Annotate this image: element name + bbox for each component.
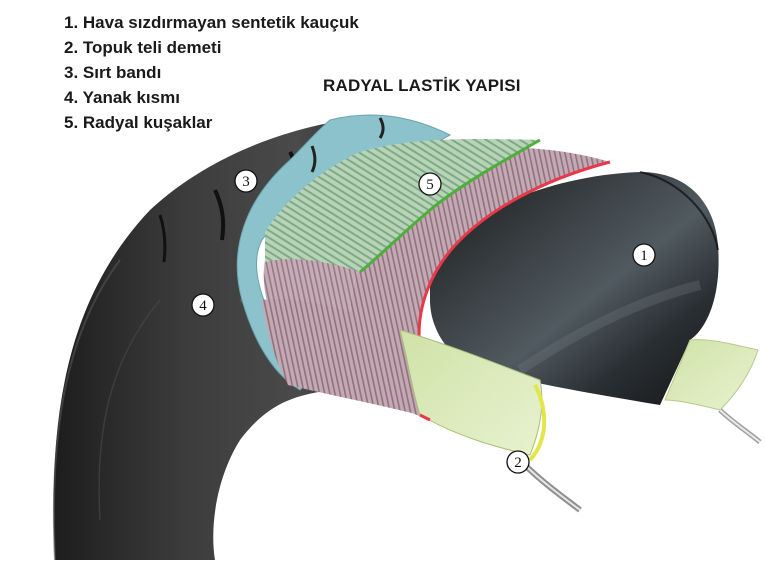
legend-item-radial-belts: 5. Radyal kuşaklar — [64, 113, 213, 132]
far-bead-filler — [664, 339, 759, 411]
svg-text:5: 5 — [426, 177, 434, 193]
callout-1: 1 — [632, 243, 656, 267]
callout-5: 5 — [418, 172, 442, 196]
legend-item-bead-wire: 2. Topuk teli demeti — [64, 38, 222, 57]
legend-list: 1. Hava sızdırmayan sentetik kauçuk 2. T… — [64, 10, 359, 135]
svg-text:1: 1 — [640, 248, 648, 264]
legend-item-tread: 3. Sırt bandı — [64, 63, 162, 82]
svg-text:3: 3 — [242, 174, 250, 190]
inner-liner — [430, 172, 719, 405]
callout-3: 3 — [234, 169, 258, 193]
diagram-title: RADYAL LASTİK YAPISI — [323, 76, 521, 95]
legend-item-inner-liner: 1. Hava sızdırmayan sentetik kauçuk — [64, 13, 359, 32]
callout-2: 2 — [506, 450, 530, 474]
near-bead-filler — [399, 329, 543, 456]
svg-text:4: 4 — [199, 298, 207, 314]
svg-text:2: 2 — [514, 455, 522, 471]
radial-belts-green — [265, 139, 540, 272]
callout-4: 4 — [191, 293, 215, 317]
legend-item-sidewall: 4. Yanak kısmı — [64, 88, 180, 107]
